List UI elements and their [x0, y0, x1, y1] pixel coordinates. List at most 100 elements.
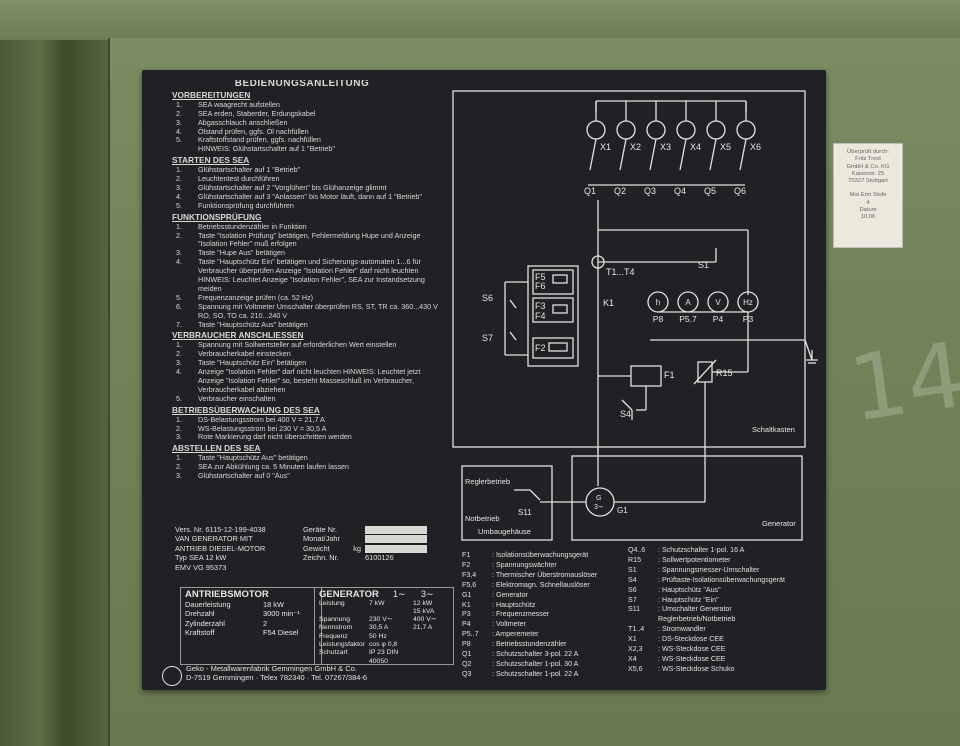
- step-number: 7.: [176, 319, 182, 329]
- step-text: SEA zur Abkühlung ca. 5 Minuten laufen l…: [198, 462, 350, 472]
- motor-value: 3000 min⁻¹: [263, 609, 300, 618]
- monat-label: Monat/Jahr: [303, 534, 340, 544]
- instruction-step: 6.Spannung mit Voltmeter Umschalter über…: [176, 302, 438, 321]
- legend-entry: S1: Spannungsmesser-Umschalter: [628, 566, 818, 576]
- legend-key: Q4..6: [628, 546, 646, 554]
- breaker-label: Q4: [674, 186, 686, 196]
- generator-frame: [571, 455, 803, 541]
- meter-symbol: V: [715, 298, 721, 307]
- step-number: 1.: [176, 165, 182, 175]
- motor-value: 18 kW: [263, 599, 284, 609]
- spec-line-2: VAN GENERATOR MIT: [175, 534, 253, 544]
- legend-entry: F2: Spannungswächter: [462, 561, 630, 571]
- instruction-step: 2.SEA zur Abkühlung ca. 5 Minuten laufen…: [176, 462, 438, 472]
- legend-desc: : DS-Steckdose CEE: [658, 635, 724, 644]
- socket-symbol: [646, 120, 666, 140]
- generator-val-3: 15 kVA: [413, 607, 435, 615]
- sticker-line: Mat Erm Stufe: [849, 192, 887, 199]
- generator-row: Leistung 7 kW 12 kW: [319, 600, 449, 608]
- step-number: 5.: [176, 200, 182, 210]
- legend-desc: : Schutzschalter 1-pol. 30 A: [492, 659, 579, 668]
- step-number: 3.: [176, 471, 182, 481]
- legend-entry: Q4..6 : Schutzschalter 1-pol. 16 A: [628, 546, 818, 556]
- step-number: 1.: [176, 99, 182, 109]
- motor-title: ANTRIEBSMOTOR: [185, 589, 269, 600]
- legend-desc: : WS-Steckdose CEE: [658, 645, 726, 654]
- umbaugehaeuse-label: Umbaugehäuse: [478, 527, 531, 536]
- step-number: 2.: [176, 349, 182, 359]
- instruction-step: 3.Rote Markierung darf nicht überschritt…: [176, 433, 438, 442]
- umbaugehaeuse-frame: [461, 465, 553, 541]
- legend-desc: : Thermischer Überstromauslöser: [492, 570, 598, 579]
- legend-entry: X2,3: WS-Steckdose CEE: [628, 645, 818, 655]
- legend-key: X1: [628, 635, 637, 644]
- legend-entry: X5,6: WS-Steckdose Schuko: [628, 665, 818, 675]
- legend-desc: : Schutzschalter 1-pol. 16 A: [658, 546, 745, 554]
- schaltkasten-label: Schaltkasten: [752, 425, 795, 434]
- generator-val-3: 400 V∼: [413, 616, 437, 624]
- socket-symbol: [676, 120, 696, 140]
- step-text: Glühstartschalter auf 0 "Aus": [198, 471, 290, 481]
- step-text: WS-Belastungsstrom bei 230 V = 30,5 A: [198, 423, 327, 433]
- socket-label: X5: [720, 142, 731, 152]
- step-text: Leuchtentest durchführen: [198, 174, 280, 184]
- legend-entry: Reglerbetrieb/Notbetrieb: [628, 615, 818, 625]
- step-text: Glühstartschalter auf 1 "Betrieb": [198, 165, 301, 175]
- socket-symbol: [736, 120, 756, 140]
- step-number: 5.: [176, 292, 182, 302]
- legend-key: P8: [462, 640, 471, 649]
- instructions-title: BEDIENUNGSANLEITUNG: [234, 80, 370, 89]
- step-text: Funktionsprüfung durchführen: [198, 200, 294, 210]
- date-field: [365, 535, 427, 544]
- legend-desc: : WS-Steckdose Schuko: [658, 664, 735, 673]
- generator-val-1: cos φ 0,8: [369, 640, 398, 648]
- step-text: Verbraucherkabel einstecken: [198, 349, 291, 359]
- legend-entry: X4: WS-Steckdose CEE: [628, 655, 818, 665]
- sticker-line: Überprüft durch:: [847, 149, 889, 155]
- breaker-label: Q3: [644, 186, 656, 196]
- socket-label: X1: [600, 142, 611, 152]
- sticker-line: 10.06: [860, 214, 876, 221]
- legend-key: P4: [462, 620, 471, 629]
- legend-key: R15: [628, 555, 642, 564]
- step-text: Taste "Hauptschütz Aus" betätigen: [198, 319, 308, 329]
- breaker-contact: [739, 138, 747, 171]
- schaltkasten-frame: [452, 90, 806, 448]
- step-number: 1.: [176, 414, 182, 424]
- f6-label: F6: [535, 281, 546, 291]
- legend-desc: : Betriebsstundenzähler: [492, 640, 567, 649]
- legend-entry: T1..4: Stromwandler: [628, 625, 818, 635]
- step-number: 3.: [176, 358, 182, 368]
- legend-right: Q4..6 : Schutzschalter 1-pol. 16 A R15 : So…: [628, 546, 818, 675]
- legend-entry: G1: Generator: [462, 591, 630, 601]
- instruction-step: 4.Anzeige "Isolation Fehler" darf nicht …: [176, 367, 438, 395]
- step-text: Betriebsstundenzähler in Funktion: [198, 221, 307, 231]
- legend-desc: : Sollwertpotentiometer: [658, 555, 731, 564]
- section-heading: ABSTELLEN DES SEA: [172, 443, 261, 454]
- f4-label: F4: [535, 311, 546, 321]
- legend-key: F5,6: [462, 580, 477, 589]
- legend-entry: P4: Voltmeter: [462, 620, 630, 630]
- step-number: 1.: [176, 453, 182, 463]
- legend-entry: S4: Prüftaste-Isolationsüberwachungsgerä…: [628, 576, 818, 586]
- step-number: 2.: [176, 108, 182, 118]
- legend-desc: : Schutzschalter 1-pol. 22 A: [492, 669, 579, 678]
- motor-value: 2: [263, 618, 268, 628]
- instruction-step: 3.Abgasschlauch anschließen: [176, 118, 438, 128]
- step-text: Taste "Hauptschütz Aus" betätigen: [198, 453, 308, 463]
- generator-val-1: 7 kW: [369, 599, 385, 607]
- instruction-step: 3.Glühstartschalter auf 2 "Vorglühen" bi…: [176, 183, 438, 193]
- s4-label: S4: [620, 409, 631, 419]
- step-number: 4.: [176, 191, 182, 201]
- legend-desc: : Prüftaste-Isolationsüberwachungsgerät: [658, 575, 785, 584]
- generator-key: Leistung: [319, 599, 345, 607]
- generator-val-3: 12 kW: [413, 599, 433, 607]
- step-text: DS-Belastungsstrom bei 400 V = 21,7 A: [198, 414, 325, 424]
